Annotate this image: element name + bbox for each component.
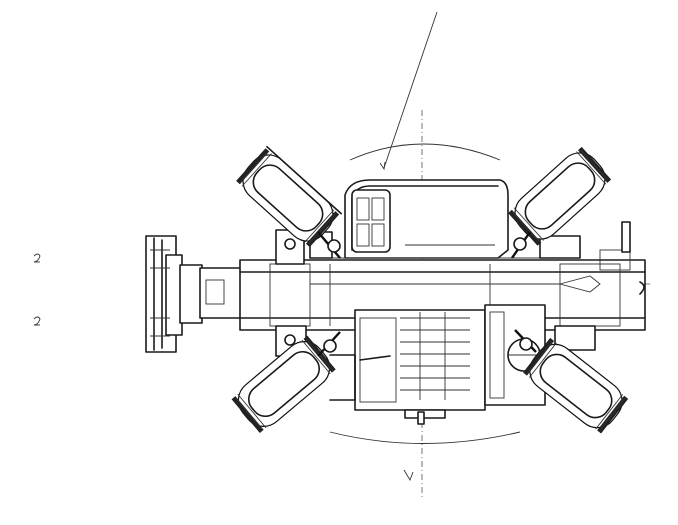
track-front-right	[508, 146, 612, 246]
track-rear-right	[523, 337, 629, 434]
left-reference-marks	[33, 253, 41, 326]
front-blade	[145, 235, 245, 353]
radiator-grille	[400, 312, 470, 400]
engine-deck	[329, 304, 546, 425]
track-rear-left	[231, 335, 336, 433]
track-front-left	[236, 145, 343, 248]
track-swing-arms	[317, 231, 537, 357]
operator-cab	[325, 179, 545, 259]
